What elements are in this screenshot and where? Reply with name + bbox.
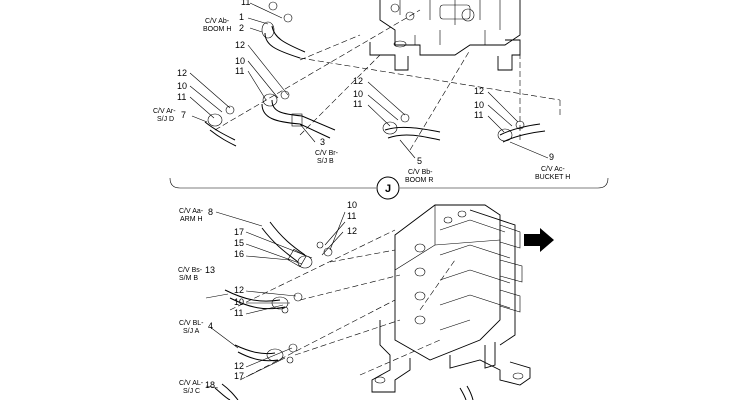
- callout-16: 16: [234, 249, 244, 259]
- label-cv-br: C/V Br-: [315, 150, 339, 157]
- callout-11: 11: [234, 308, 243, 318]
- callout-numbers: 11 1 2 12 10 11 12 10 11 7 3 12 10 11 5 …: [177, 0, 554, 390]
- label-cv-al: C/V AL-: [179, 380, 204, 387]
- hose-4-sj-a: [234, 343, 298, 364]
- callout-12: 12: [234, 285, 244, 295]
- label-sj-a: S/J A: [183, 328, 200, 335]
- callout-10: 10: [474, 100, 484, 110]
- callout-10: 10: [235, 56, 245, 66]
- callout-18: 18: [205, 380, 215, 390]
- callout-10: 10: [353, 89, 363, 99]
- hose-8-arm-h: [261, 221, 333, 269]
- callout-11: 11: [353, 99, 362, 109]
- callout-12: 12: [177, 68, 187, 78]
- callout-1: 1: [239, 12, 244, 22]
- callout-2: 2: [239, 23, 244, 33]
- callout-13: 13: [205, 265, 215, 275]
- callout-11: 11: [177, 92, 186, 102]
- callout-10: 10: [234, 297, 244, 307]
- upper-leader-lines: [189, 2, 549, 159]
- callout-12: 12: [353, 76, 363, 86]
- callout-12: 12: [234, 361, 244, 371]
- label-cv-bs: C/V Bs-: [178, 267, 203, 274]
- upper-guide-lines: [214, 9, 561, 151]
- callout-4: 4: [208, 321, 213, 331]
- label-sm-b: S/M B: [179, 275, 198, 282]
- callout-15: 15: [234, 238, 244, 248]
- callout-12: 12: [235, 40, 245, 50]
- lower-guide-lines: [229, 229, 456, 381]
- label-cv-aa: C/V Aa-: [179, 208, 204, 215]
- label-sj-c: S/J C: [183, 388, 200, 395]
- callout-11: 11: [241, 0, 250, 7]
- view-j-letter: J: [385, 183, 391, 195]
- hose-3-sj-b: [261, 90, 336, 139]
- label-cv-bl: C/V BL-: [179, 320, 204, 327]
- lower-leader-lines: [205, 211, 346, 389]
- fwd-label: FWD: [527, 238, 543, 245]
- callout-8: 8: [208, 207, 213, 217]
- callout-12: 12: [474, 86, 484, 96]
- label-sj-b: S/J B: [317, 158, 334, 165]
- control-valve-upper: [369, 0, 521, 71]
- label-boom-h: BOOM H: [203, 26, 231, 33]
- callout-10: 10: [347, 200, 357, 210]
- label-cv-ar: C/V Ar-: [153, 108, 176, 115]
- callout-7: 7: [181, 110, 186, 120]
- hose-7-sj-d: [204, 105, 237, 147]
- label-sj-d: S/J D: [157, 116, 174, 123]
- label-cv-ac: C/V Ac-: [541, 166, 565, 173]
- callout-11: 11: [474, 110, 483, 120]
- label-boom-r: BOOM R: [405, 177, 433, 184]
- callout-3: 3: [320, 137, 325, 147]
- callout-17: 17: [234, 227, 244, 237]
- callout-10: 10: [177, 81, 187, 91]
- fwd-direction-arrow: FWD: [524, 228, 554, 252]
- label-arm-h: ARM H: [180, 216, 203, 223]
- label-cv-ab: C/V Ab-: [205, 18, 230, 25]
- view-j-bracket: J: [169, 176, 609, 200]
- control-valve-lower: [371, 204, 531, 393]
- callout-9: 9: [549, 152, 554, 162]
- callout-11: 11: [235, 66, 244, 76]
- view-j-marker: [376, 176, 400, 200]
- hose-18-sj-c: [214, 383, 474, 400]
- callout-5: 5: [417, 156, 422, 166]
- callout-17: 17: [234, 371, 244, 381]
- hose-1-boom-h: [261, 1, 306, 59]
- callout-12: 12: [347, 226, 357, 236]
- label-cv-bb: C/V Bb-: [408, 169, 433, 176]
- port-labels: C/V Ab- BOOM H C/V Ar- S/J D C/V Br- S/J…: [153, 18, 570, 395]
- label-bucket-h: BUCKET H: [535, 174, 570, 181]
- hose-9-bucket-h: [497, 120, 546, 143]
- hose-5-boom-r: [382, 113, 441, 141]
- callout-11: 11: [347, 211, 356, 221]
